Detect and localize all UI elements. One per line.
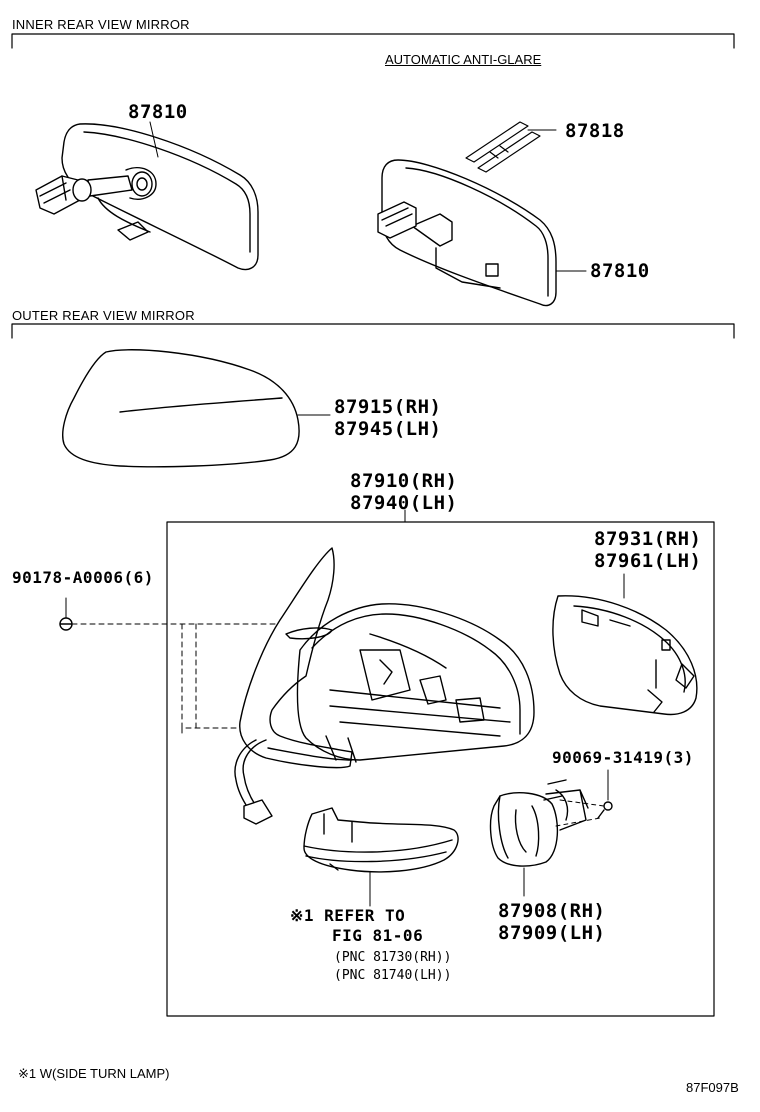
part-label-screw[interactable]: 90178-A0006(6) — [12, 568, 154, 587]
mirror-housing — [234, 547, 535, 825]
refer-note-fig-link[interactable]: FIG 81-06 — [332, 926, 424, 945]
refer-note-line1: ※1 REFER TO — [290, 906, 406, 925]
screw-leader — [71, 623, 277, 735]
anti-glare-subtitle: AUTOMATIC ANTI-GLARE — [385, 52, 542, 67]
part-label-cover-lh[interactable]: 87945(LH) — [334, 418, 442, 440]
inner-mirror-standard — [35, 121, 259, 271]
bolt-part — [597, 801, 613, 819]
part-label-assy-lh[interactable]: 87940(LH) — [350, 492, 458, 514]
side-turn-lamp — [303, 807, 459, 907]
inner-section-bracket — [11, 33, 735, 49]
mirror-actuator — [489, 779, 589, 897]
part-label-glass-lh[interactable]: 87961(LH) — [594, 550, 702, 572]
part-label-actuator-rh[interactable]: 87908(RH) — [498, 900, 606, 922]
part-label-bolt[interactable]: 90069-31419(3) — [552, 748, 694, 767]
part-label-87810-auto[interactable]: 87810 — [590, 260, 650, 282]
bolt-leader — [555, 799, 605, 827]
refer-note-pnc-rh: (PNC 81730(RH)) — [334, 950, 452, 965]
inner-section-title: INNER REAR VIEW MIRROR — [12, 17, 190, 32]
footnote: ※1 W(SIDE TURN LAMP) — [18, 1066, 170, 1081]
part-label-actuator-lh[interactable]: 87909(LH) — [498, 922, 606, 944]
outer-section-title: OUTER REAR VIEW MIRROR — [12, 308, 195, 323]
mirror-glass — [552, 573, 698, 716]
wire-clip-part — [465, 121, 557, 173]
screw-part — [59, 617, 73, 631]
part-label-87818[interactable]: 87818 — [565, 120, 625, 142]
inner-mirror-auto — [377, 159, 587, 307]
refer-note-pnc-lh: (PNC 81740(LH)) — [334, 968, 452, 983]
part-label-cover-rh[interactable]: 87915(RH) — [334, 396, 442, 418]
part-label-87810-std[interactable]: 87810 — [128, 101, 188, 123]
assembly-frame — [166, 521, 715, 1017]
part-label-assy-rh[interactable]: 87910(RH) — [350, 470, 458, 492]
outer-section-bracket — [11, 323, 735, 339]
part-label-glass-rh[interactable]: 87931(RH) — [594, 528, 702, 550]
mirror-cover-part — [62, 349, 331, 468]
figure-code: 87F097B — [686, 1080, 739, 1095]
